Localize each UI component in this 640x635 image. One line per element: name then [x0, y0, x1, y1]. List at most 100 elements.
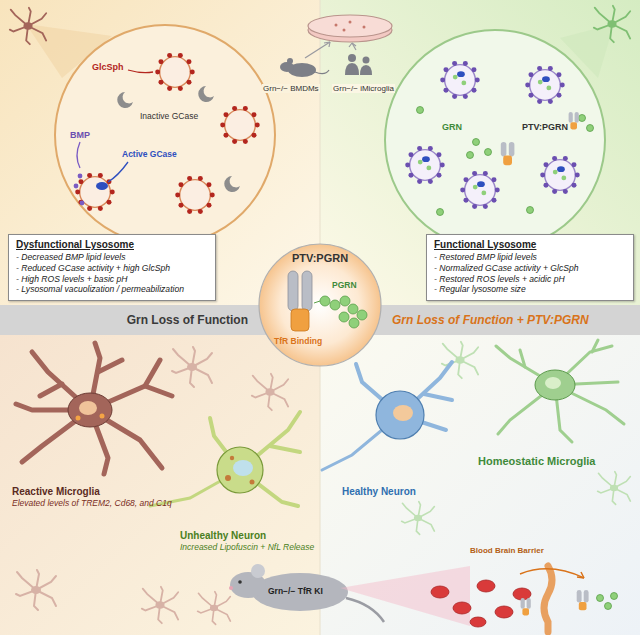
blood-brain-barrier	[544, 566, 552, 632]
bullet-text: - Restored ROS levels + acidic pH	[434, 274, 626, 285]
transport-arrow	[520, 569, 584, 578]
bullet-text: - Decreased BMP lipid levels	[16, 252, 208, 263]
label-text: BMP	[70, 130, 90, 140]
active-gcase	[96, 182, 108, 190]
label-text: Unhealthy Neuron	[180, 530, 266, 542]
progranulin-beads	[437, 209, 444, 216]
progranulin-beads	[473, 139, 480, 146]
microglia-background	[198, 592, 231, 625]
source-arrows	[324, 42, 330, 47]
progranulin-beads	[527, 207, 534, 214]
lysosome-functional	[460, 171, 500, 209]
ptv-antibody	[521, 590, 589, 615]
microglia-small	[10, 8, 46, 44]
reactive-microglia-body	[76, 416, 81, 421]
lysosome-dysfunctional	[75, 53, 260, 214]
healthy-neuron	[424, 394, 452, 400]
culture-dish	[343, 29, 346, 32]
healthy-neuron	[322, 362, 452, 470]
people-icon	[345, 54, 372, 75]
mouse	[252, 573, 348, 611]
pointer-arrows	[128, 70, 153, 73]
progranulin-beads	[485, 149, 492, 156]
people-icon	[360, 65, 372, 75]
microglia-background	[442, 342, 478, 378]
unhealthy-neuron-body	[217, 447, 263, 493]
label-text: Increased Lipofuscin + NfL Release	[180, 543, 314, 553]
reactive-microglia-body	[68, 393, 112, 427]
bmp-dots	[74, 184, 79, 189]
circle-text: PTV:PGRN	[258, 252, 382, 264]
label-text: Blood Brain Barrier	[470, 546, 544, 555]
reactive-microglia	[145, 386, 172, 396]
red-blood-cells	[431, 586, 449, 598]
lysosome-dysfunctional	[75, 173, 115, 211]
culture-dish	[308, 15, 392, 37]
culture-dish	[335, 24, 338, 27]
ptv-antibody	[501, 142, 515, 165]
active-gcase	[96, 182, 108, 190]
ptv-antibody	[577, 590, 589, 610]
ptv-antibody	[569, 112, 579, 129]
red-blood-cells	[477, 580, 495, 592]
lysosome-functional	[540, 156, 580, 194]
circle-text: PGRN	[332, 280, 357, 290]
bullet-text: - Lysosomal vacuolization / permeabiliza…	[16, 284, 208, 295]
people-icon	[363, 57, 370, 64]
label-text: Inactive GCase	[140, 112, 198, 122]
lysosome-zoom-circle	[55, 25, 275, 245]
progranulin-beads	[605, 603, 612, 610]
label-text: Active GCase	[122, 150, 177, 160]
label-text: PTV:PGRN	[522, 122, 568, 132]
unhealthy-neuron-body	[217, 447, 263, 493]
inactive-gcase	[117, 86, 240, 192]
unhealthy-neuron-body	[225, 475, 231, 481]
inactive-gcase	[117, 92, 133, 108]
mouse	[229, 586, 233, 590]
homeostatic-microglia	[496, 340, 624, 442]
therapy-circle: PTV:PGRNTfR BindingPGRN	[258, 243, 382, 367]
homeostatic-microglia-body	[545, 377, 561, 389]
imaging-beam	[340, 566, 470, 626]
label-text: Healthy Neuron	[342, 486, 416, 498]
reactive-microglia-body	[68, 393, 112, 427]
inactive-gcase	[224, 176, 240, 192]
source-arrows	[305, 42, 356, 58]
pointer-arrows	[77, 142, 80, 168]
lysosome-functional	[405, 146, 445, 184]
reactive-microglia	[16, 343, 172, 474]
mouse-icon	[280, 58, 329, 77]
label-text: Reactive Microglia	[12, 486, 100, 498]
bmp-dots	[78, 174, 83, 179]
summary-box: Dysfunctional Lysosome- Decreased BMP li…	[8, 234, 216, 301]
inactive-gcase	[198, 86, 214, 102]
box-heading: Functional Lysosome	[434, 239, 626, 250]
bullet-text: - Restored BMP lipid levels	[434, 252, 626, 263]
mouse	[238, 580, 242, 584]
progranulin-beads	[417, 107, 424, 114]
band-heading: Grn Loss of Function	[127, 313, 248, 327]
progranulin-beads	[597, 595, 604, 602]
lysosome-zoom-circle	[55, 25, 275, 245]
bullet-text: - Regular lysosome size	[434, 284, 626, 295]
pointer-arrows	[108, 162, 128, 182]
band-heading: Grn Loss of Function + PTV:PGRN	[392, 313, 589, 327]
bmp-dots	[74, 174, 85, 206]
microglia-background	[252, 374, 288, 410]
reactive-microglia	[98, 360, 122, 372]
mouse-icon	[287, 58, 293, 64]
background	[0, 0, 320, 305]
label-text: Grn−/− BMDMs	[262, 84, 320, 93]
lysosome-functional	[440, 61, 480, 99]
microglia-background	[172, 347, 212, 387]
lysosome-zoom-circle	[385, 30, 605, 250]
red-blood-cells	[453, 602, 471, 614]
reactive-microglia-body	[79, 401, 97, 415]
microglia-background	[402, 342, 631, 535]
source-arrows	[305, 42, 330, 58]
transport-arrow	[520, 569, 584, 578]
ptv-antibody	[521, 598, 531, 615]
microglia-small	[10, 8, 46, 44]
lysosome-zoom-circle	[385, 30, 605, 250]
